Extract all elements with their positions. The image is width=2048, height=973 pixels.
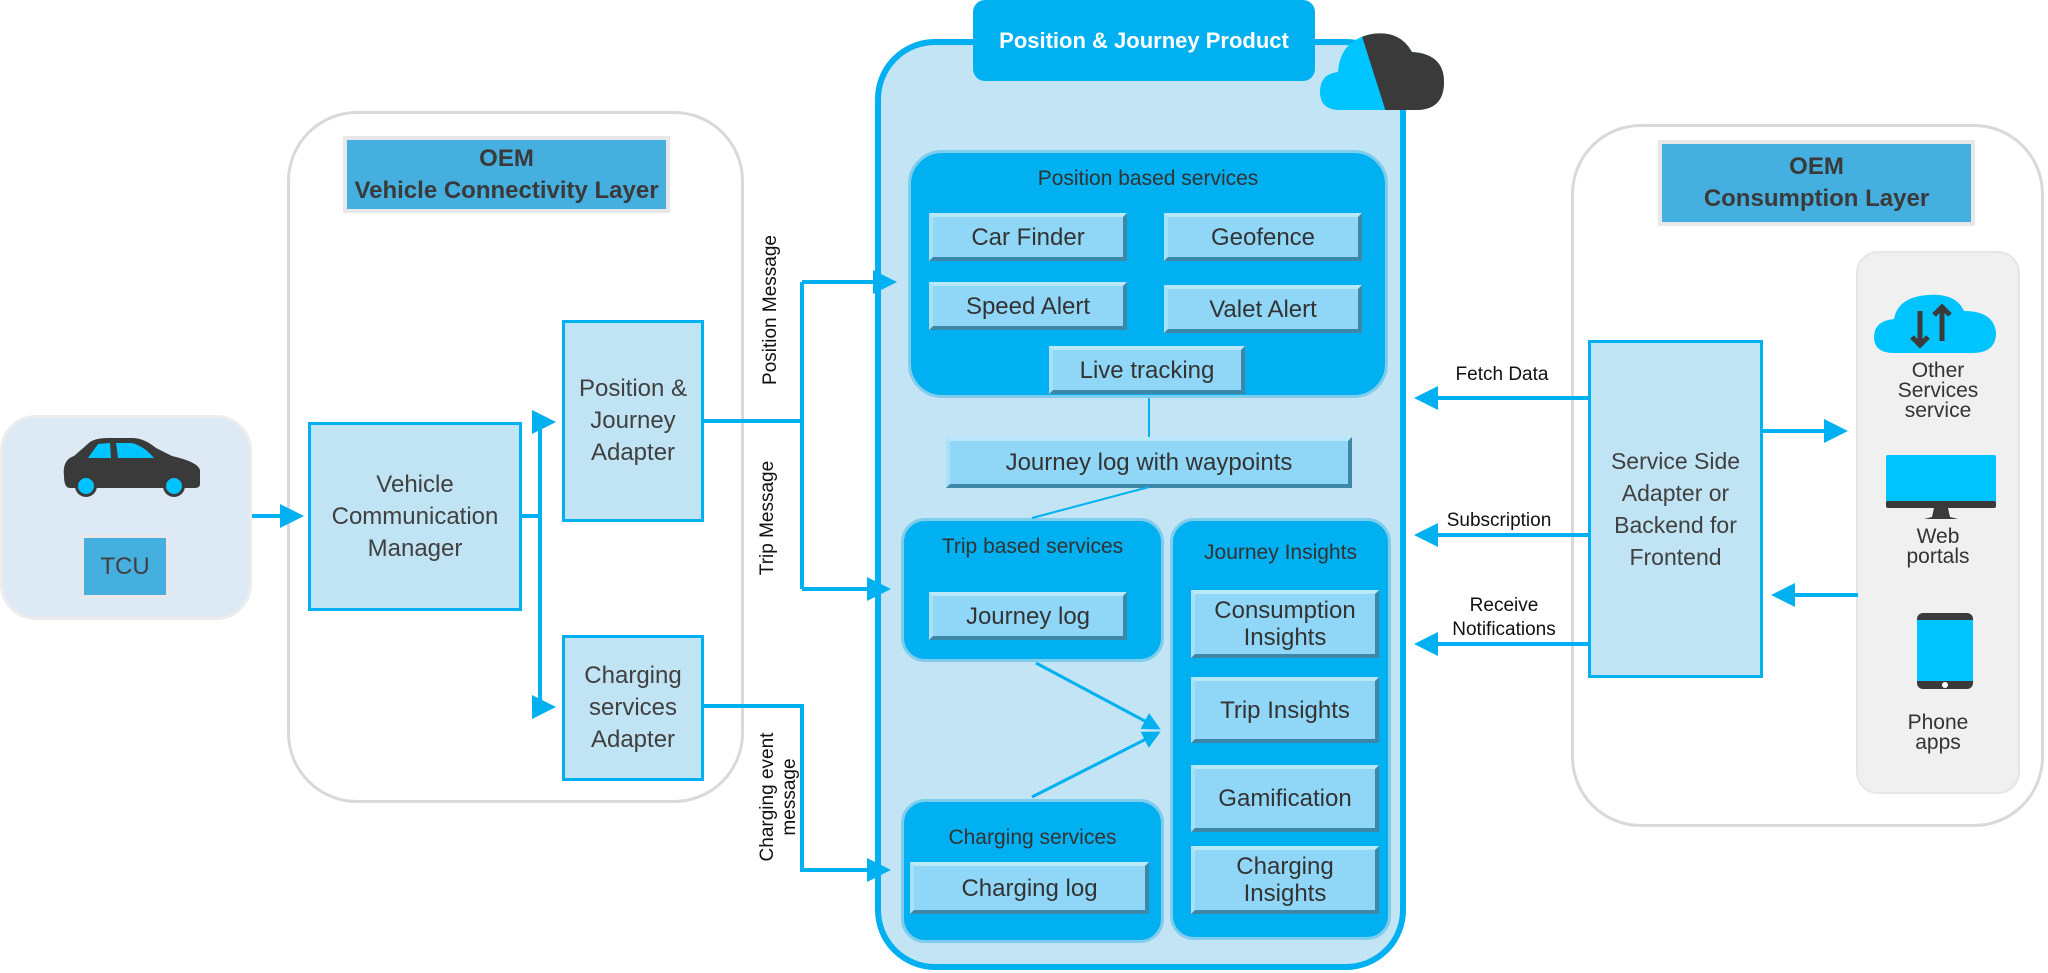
header-line: Vehicle Connectivity Layer bbox=[354, 176, 659, 204]
panel-title: Journey Insights bbox=[1204, 541, 1357, 564]
arrow-vcm-split bbox=[522, 422, 542, 707]
service-label: Consumption bbox=[1214, 597, 1356, 624]
text-line: Position & bbox=[578, 375, 688, 402]
service-label: Geofence bbox=[1210, 223, 1316, 251]
journey-log: Journey log bbox=[929, 592, 1127, 640]
service-label: Trip Insights bbox=[1220, 696, 1350, 724]
gamification: Gamification bbox=[1191, 765, 1379, 832]
speed-alert: Speed Alert bbox=[929, 282, 1127, 330]
text-line: Notifications bbox=[1452, 619, 1556, 640]
text-line: Adapter or bbox=[1621, 480, 1730, 506]
text-line: Adapter bbox=[590, 726, 676, 753]
text-line: services bbox=[588, 694, 678, 721]
arrow-trip-to-insights bbox=[1035, 661, 1161, 730]
text-line: Frontend bbox=[1629, 544, 1722, 570]
service-label: Journey log bbox=[965, 602, 1091, 630]
panel-title: Position based services bbox=[1037, 167, 1259, 190]
client-label: Other Services service bbox=[1858, 359, 2018, 422]
vehicle-box: TCU bbox=[0, 415, 252, 620]
cloud-icon bbox=[1320, 33, 1444, 111]
geofence: Geofence bbox=[1164, 213, 1362, 261]
position-message-label: Position Message bbox=[760, 235, 781, 385]
trip-insights: Trip Insights bbox=[1191, 677, 1379, 743]
text-line: Charging bbox=[584, 662, 682, 689]
text-line: Adapter bbox=[590, 439, 676, 466]
text-line: Services bbox=[1897, 379, 1979, 402]
service-label: Insights bbox=[1243, 624, 1327, 651]
text-line: Phone bbox=[1907, 711, 1969, 734]
product-title: Position & Journey Product bbox=[973, 0, 1315, 81]
text-line: Communication bbox=[331, 502, 499, 530]
subscription-label: Subscription bbox=[1446, 510, 1552, 531]
header-line: OEM bbox=[479, 144, 534, 172]
header-line: Consumption Layer bbox=[1703, 185, 1930, 212]
position-journey-adapter: Position & Journey Adapter bbox=[562, 320, 704, 522]
live-tracking: Live tracking bbox=[1049, 346, 1245, 394]
text-line: Other bbox=[1911, 359, 1965, 382]
tcu-label: TCU bbox=[100, 552, 150, 580]
panel-title: Trip based services bbox=[941, 535, 1124, 558]
text-line: Journey bbox=[590, 407, 676, 434]
text-line: Service Side bbox=[1610, 448, 1741, 474]
text-line: Backend for bbox=[1614, 512, 1737, 538]
notifications-label: Receive Notifications bbox=[1452, 594, 1556, 642]
cloud-transfer-icon bbox=[1874, 294, 1996, 353]
service-label: Live tracking bbox=[1079, 356, 1215, 384]
service-label: Gamification bbox=[1218, 785, 1352, 812]
client-label: Phone apps bbox=[1858, 711, 2018, 754]
service-label: Journey log with waypoints bbox=[1005, 449, 1293, 476]
monitor-icon bbox=[1886, 455, 1996, 519]
charging-message-label: Charging event message bbox=[757, 733, 801, 862]
service-label: Speed Alert bbox=[965, 292, 1091, 320]
service-side-adapter: Service Side Adapter or Backend for Fron… bbox=[1588, 340, 1763, 678]
charging-log: Charging log bbox=[910, 862, 1149, 914]
product-title-text: Position & Journey Product bbox=[999, 27, 1289, 53]
trip-message-label: Trip Message bbox=[757, 460, 778, 576]
text-line: Receive bbox=[1469, 595, 1539, 616]
clients-panel: Other Services service Web portals Phone… bbox=[1856, 251, 2020, 794]
service-label: Valet Alert bbox=[1209, 295, 1317, 323]
text-line: message bbox=[779, 758, 800, 836]
header-line: OEM bbox=[1789, 153, 1844, 180]
journey-log-with-waypoints: Journey log with waypoints bbox=[946, 437, 1352, 488]
text-line: portals bbox=[1906, 545, 1970, 568]
consumption-layer-header: OEM Consumption Layer bbox=[1658, 140, 1975, 226]
car-finder: Car Finder bbox=[929, 213, 1127, 261]
vehicle-connectivity-header: OEM Vehicle Connectivity Layer bbox=[343, 136, 670, 213]
line-journey-to-trip bbox=[1031, 486, 1150, 519]
service-label: Car Finder bbox=[971, 223, 1085, 251]
car-icon bbox=[63, 438, 200, 497]
service-label: Charging log bbox=[961, 874, 1098, 902]
service-label: Insights bbox=[1243, 880, 1327, 907]
arrow-charging-to-insights bbox=[1031, 731, 1161, 799]
position-trip-bus bbox=[704, 282, 804, 589]
text-line: Manager bbox=[367, 534, 463, 562]
valet-alert: Valet Alert bbox=[1164, 285, 1362, 333]
text-line: Web bbox=[1916, 525, 1960, 548]
tcu-box: TCU bbox=[81, 535, 169, 598]
fetch-data-label: Fetch Data bbox=[1455, 364, 1549, 385]
phone-icon bbox=[1917, 613, 1973, 689]
arrow-charging-message bbox=[704, 704, 891, 882]
panel-title: Charging services bbox=[948, 826, 1117, 849]
text-line: apps bbox=[1915, 731, 1961, 754]
text-line: Vehicle bbox=[376, 470, 454, 498]
service-label: Charging bbox=[1236, 853, 1334, 880]
vehicle-communication-manager: Vehicle Communication Manager bbox=[308, 422, 522, 611]
text-line: service bbox=[1904, 399, 1972, 422]
text-line: Charging event bbox=[757, 732, 778, 862]
client-label: Web portals bbox=[1858, 525, 2018, 568]
charging-services-adapter: Charging services Adapter bbox=[562, 635, 704, 781]
